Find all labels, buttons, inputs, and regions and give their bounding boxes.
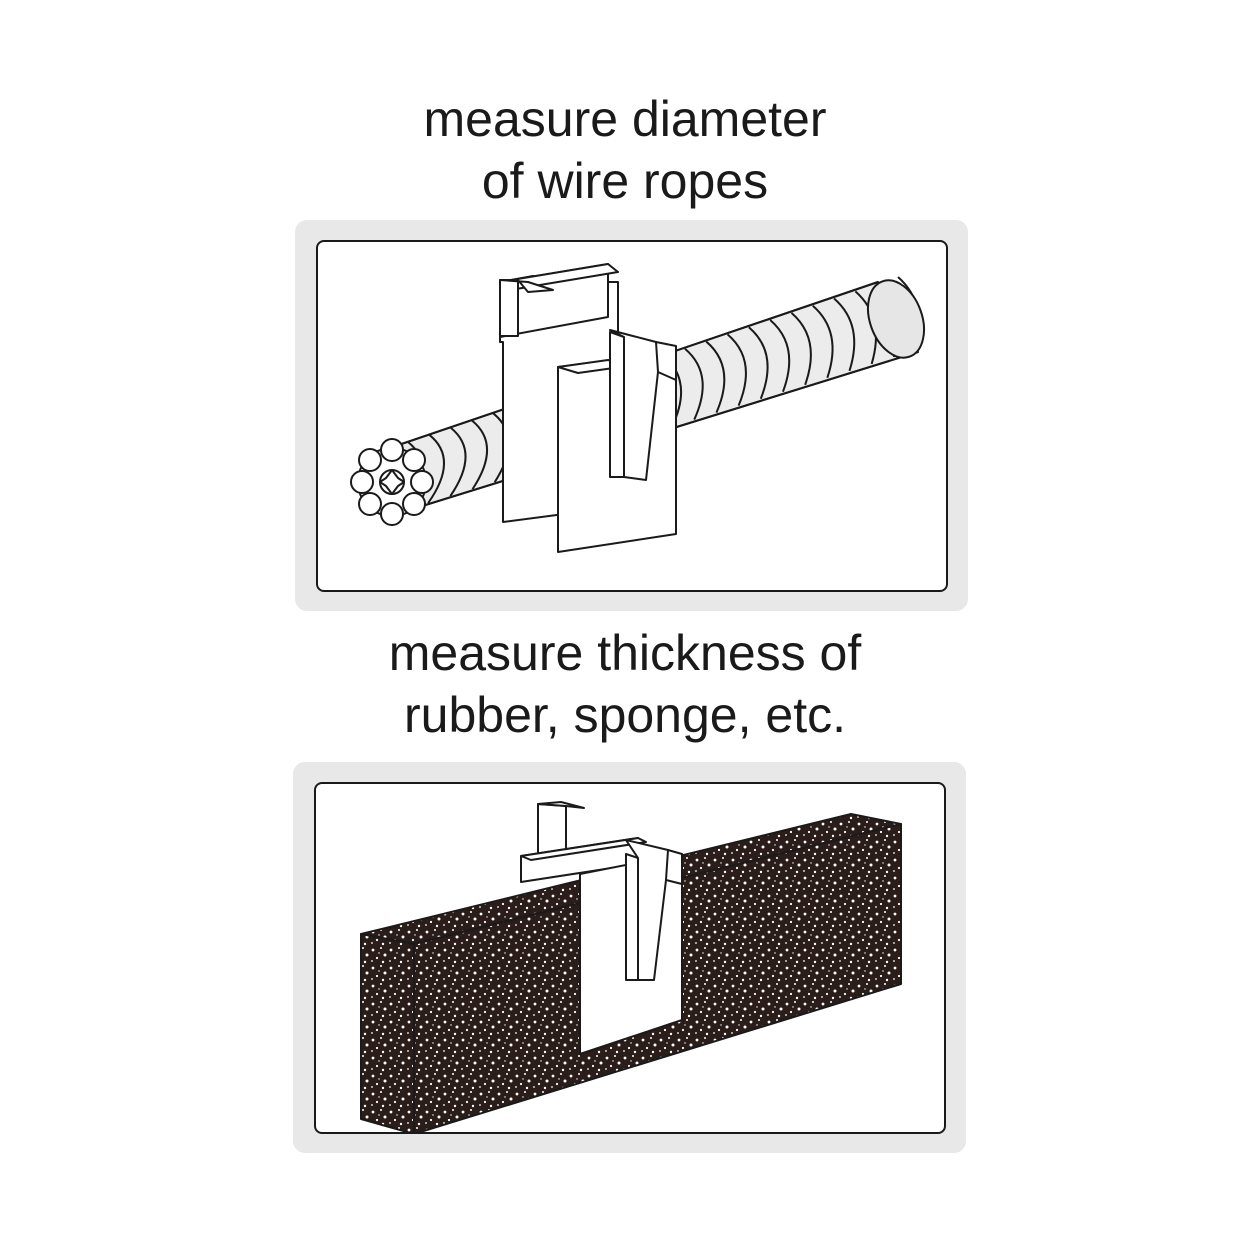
gauge-slot xyxy=(625,853,639,981)
gauge-slot xyxy=(609,331,625,478)
rope-end-face xyxy=(350,438,434,526)
caption-rubber-sponge: measure thickness of rubber, sponge, etc… xyxy=(0,622,1250,746)
rope-strand xyxy=(471,419,489,490)
rope-strand xyxy=(790,312,812,386)
illustration-frame-wire-rope xyxy=(295,220,968,611)
caption-line: of wire ropes xyxy=(481,153,769,209)
caption-line: measure diameter xyxy=(423,91,827,147)
rope-strand xyxy=(684,347,704,420)
rope-strand xyxy=(449,426,467,497)
caption-line: rubber, sponge, etc. xyxy=(404,687,846,743)
rope-strand xyxy=(812,304,834,379)
illustration-panel xyxy=(316,240,948,592)
gauge-on-wire-rope-icon xyxy=(350,263,926,553)
rope-end-right xyxy=(866,279,926,359)
caption-wire-ropes: measure diameter of wire ropes xyxy=(0,88,1250,212)
rope-strand xyxy=(748,326,769,400)
rope-strand xyxy=(705,340,726,414)
rope-strand xyxy=(769,319,791,393)
rope-strand xyxy=(726,333,747,407)
gauge-on-sponge-block-icon xyxy=(360,801,902,1132)
sponge-front xyxy=(360,933,415,1132)
illustration-frame-sponge xyxy=(293,762,966,1153)
illustration-panel xyxy=(314,782,946,1134)
rope-strand xyxy=(427,434,446,504)
caption-line: measure thickness of xyxy=(388,625,862,681)
rope-strand xyxy=(833,297,856,372)
